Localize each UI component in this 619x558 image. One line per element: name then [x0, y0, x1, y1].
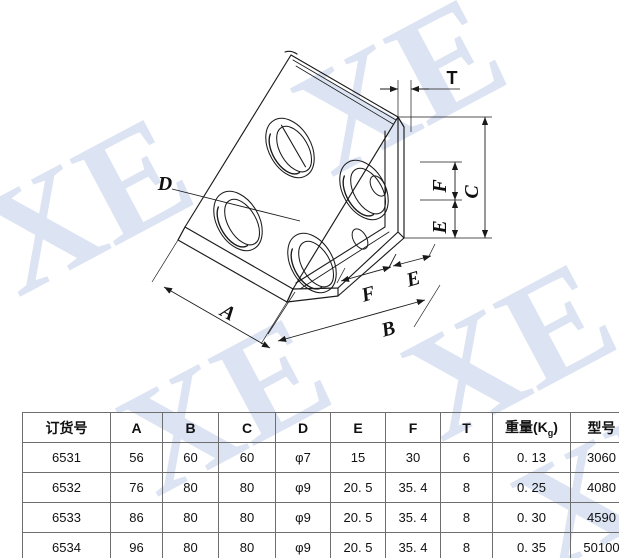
- table-header-row: 订货号 A B C D E F T 重量(Kg) 型号: [22, 412, 619, 443]
- bracket-drawing: A B C D F E F E T: [151, 50, 492, 349]
- dimension-label-b: B: [378, 317, 398, 342]
- header-a: A: [110, 412, 163, 443]
- table-row: 6532 76 80 80 φ9 20. 5 35. 4 8 0. 25 408…: [22, 472, 619, 503]
- dimension-lines: [151, 80, 492, 349]
- cell-d: φ9: [275, 472, 331, 503]
- cell-a: 76: [110, 472, 163, 503]
- cell-c: 80: [218, 502, 276, 533]
- cell-c: 80: [218, 532, 276, 558]
- cell-weight: 0. 35: [492, 532, 571, 558]
- cell-t: 8: [440, 472, 493, 503]
- cell-order-no: 6531: [22, 442, 111, 473]
- cell-model: 50100: [570, 532, 619, 558]
- cell-order-no: 6532: [22, 472, 111, 503]
- cell-d: φ9: [275, 532, 331, 558]
- dimension-label-c: C: [461, 185, 483, 199]
- cell-e: 20. 5: [330, 532, 386, 558]
- cell-c: 60: [218, 442, 276, 473]
- spec-table: 订货号 A B C D E F T 重量(Kg) 型号 6531 56 60: [22, 412, 619, 558]
- dimension-label-t: T: [447, 68, 458, 88]
- dimension-label-f-vertical: F: [429, 179, 451, 194]
- bracket-geometry: [177, 50, 405, 303]
- cell-d: φ7: [275, 442, 331, 473]
- cell-f: 30: [385, 442, 441, 473]
- cell-a: 96: [110, 532, 163, 558]
- cell-b: 80: [162, 472, 219, 503]
- header-e: E: [330, 412, 386, 443]
- dimension-label-e-bottom: E: [403, 267, 423, 292]
- cell-e: 20. 5: [330, 472, 386, 503]
- header-c: C: [218, 412, 276, 443]
- dimension-label-a: A: [215, 299, 239, 326]
- cell-b: 60: [162, 442, 219, 473]
- cell-weight: 0. 13: [492, 442, 571, 473]
- cell-f: 35. 4: [385, 502, 441, 533]
- header-weight-text: 重量: [505, 419, 534, 436]
- cell-weight: 0. 25: [492, 472, 571, 503]
- header-weight-unit-open: (K: [533, 419, 548, 436]
- dimension-label-e-vertical: E: [429, 220, 451, 234]
- cell-a: 86: [110, 502, 163, 533]
- table-row: 6531 56 60 60 φ7 15 30 6 0. 13 3060: [22, 442, 619, 473]
- header-weight-unit-close: ): [553, 419, 558, 436]
- cell-t: 6: [440, 442, 493, 473]
- cell-model: 4080: [570, 472, 619, 503]
- table-row: 6534 96 80 80 φ9 20. 5 35. 4 8 0. 35 501…: [22, 532, 619, 558]
- header-weight-unit-sub: g: [547, 427, 554, 438]
- cell-e: 15: [330, 442, 386, 473]
- cell-t: 8: [440, 502, 493, 533]
- dimension-labels: A B C D F E F E T: [157, 68, 483, 342]
- header-d: D: [275, 412, 331, 443]
- cell-c: 80: [218, 472, 276, 503]
- cell-f: 35. 4: [385, 532, 441, 558]
- cell-model: 4590: [570, 502, 619, 533]
- bracket-drawing-svg: A B C D F E F E T: [151, 50, 492, 349]
- cell-d: φ9: [275, 502, 331, 533]
- cell-a: 56: [110, 442, 163, 473]
- cell-order-no: 6533: [22, 502, 111, 533]
- dimension-label-d: D: [157, 173, 172, 195]
- header-t: T: [440, 412, 493, 443]
- cell-b: 80: [162, 502, 219, 533]
- cell-e: 20. 5: [330, 502, 386, 533]
- spec-table-container: 订货号 A B C D E F T 重量(Kg) 型号 6531 56 60: [22, 412, 619, 558]
- cell-order-no: 6534: [22, 532, 111, 558]
- header-order-no: 订货号: [22, 412, 111, 443]
- cell-model: 3060: [570, 442, 619, 473]
- cell-b: 80: [162, 532, 219, 558]
- header-model: 型号: [570, 412, 619, 443]
- dimension-label-f-bottom: F: [358, 282, 378, 307]
- header-f: F: [385, 412, 441, 443]
- header-b: B: [162, 412, 219, 443]
- cell-f: 35. 4: [385, 472, 441, 503]
- cell-weight: 0. 30: [492, 502, 571, 533]
- table-row: 6533 86 80 80 φ9 20. 5 35. 4 8 0. 30 459…: [22, 502, 619, 533]
- header-weight: 重量(Kg): [492, 412, 571, 443]
- cell-t: 8: [440, 532, 493, 558]
